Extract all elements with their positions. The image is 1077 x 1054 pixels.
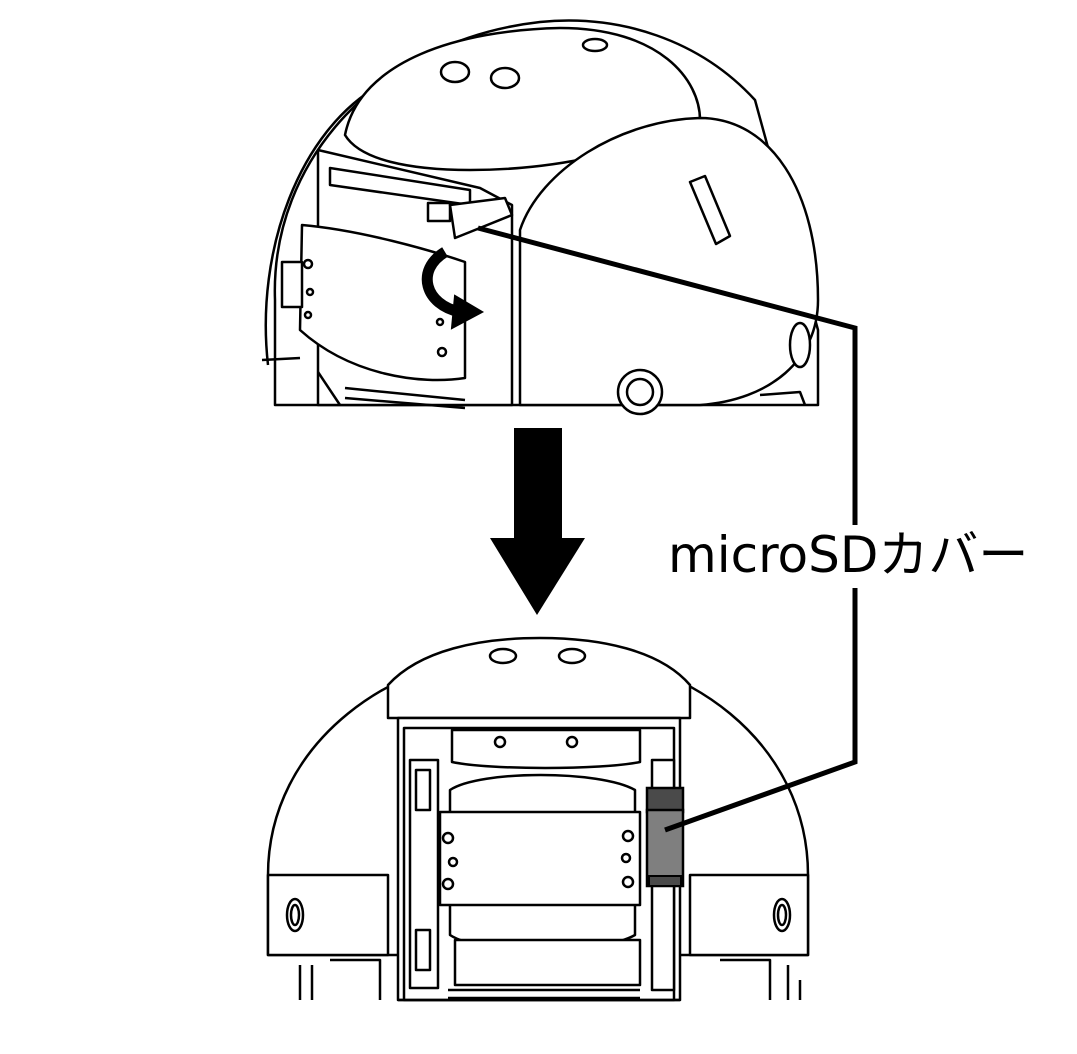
step-arrow-shaft: [514, 428, 562, 540]
front-plate-screw-6: [621, 875, 635, 889]
bottom-dome-right-panel: [688, 873, 810, 957]
step-arrow-head: [490, 538, 585, 615]
front-plate-screw-5: [620, 852, 632, 864]
bottom-top-cap: [386, 636, 692, 720]
plate-screw-3: [303, 310, 313, 320]
lower-base-rails: [448, 988, 640, 1000]
microsd-cover-bottom: [648, 875, 682, 887]
rotate-direction-arrow: [421, 247, 485, 330]
microsd-cover-body: [645, 808, 685, 888]
microsd-cover-top-cap: [645, 786, 685, 814]
bottom-cap-hole-1: [488, 647, 518, 665]
top-base-right: [759, 390, 807, 406]
plate-side-clip: [280, 260, 304, 309]
right-side-hole-inner: [776, 903, 788, 927]
microsd-cover-highlight: [645, 786, 685, 888]
camera-bottom-view: [266, 636, 810, 1002]
bottom-cap-hole-2: [557, 647, 587, 665]
top-cap-hole-1: [439, 60, 471, 84]
dome-shell-inner-edge: [264, 83, 381, 366]
upper-mechanism: [450, 728, 642, 770]
rotate-arrow-head: [450, 294, 485, 330]
bracket-tab: [426, 201, 452, 223]
left-bracket-clip-1: [414, 768, 432, 812]
housing-side-hole: [788, 321, 812, 369]
bottom-dome-left-panel: [266, 873, 390, 957]
plate-screw-2: [305, 287, 315, 297]
plate-screw-1: [302, 258, 314, 270]
lower-mechanism: [453, 938, 642, 987]
top-cap-hole-2: [489, 66, 521, 90]
leader-to-bottom-cover: [664, 588, 858, 833]
housing-slot: [688, 174, 732, 246]
lens-plate: [298, 223, 467, 382]
front-plate-screw-1: [441, 831, 455, 845]
mech-screw-1: [493, 735, 507, 749]
microsd-cover-label: microSDカバー: [668, 526, 1029, 584]
left-side-hole-inner: [289, 903, 301, 927]
housing-round-port-inner: [625, 377, 655, 407]
bottom-feet-left: [298, 958, 382, 1000]
top-cap: [343, 26, 702, 172]
plate-screw-5: [436, 346, 448, 358]
front-plate-screw-3: [441, 877, 455, 891]
front-plate-screw-2: [447, 856, 459, 868]
bottom-feet-right: [720, 958, 802, 1000]
microsd-cover-top: [448, 196, 514, 240]
front-plate: [438, 810, 642, 907]
left-bracket-clip-2: [414, 928, 432, 972]
top-base-left: [316, 371, 466, 410]
front-plate-screw-4: [621, 829, 635, 843]
top-cap-hole-3: [581, 37, 609, 53]
rotation-housing: [518, 116, 820, 407]
camera-top-view: [261, 19, 820, 416]
plate-screw-4: [435, 317, 445, 327]
callout-leaders: [477, 225, 858, 833]
mech-screw-2: [565, 735, 579, 749]
rotate-arrow-body: [421, 247, 462, 318]
step-arrow-down: [490, 428, 585, 615]
leader-to-top-cover: [477, 225, 858, 525]
dome-shell-rim: [261, 356, 301, 362]
